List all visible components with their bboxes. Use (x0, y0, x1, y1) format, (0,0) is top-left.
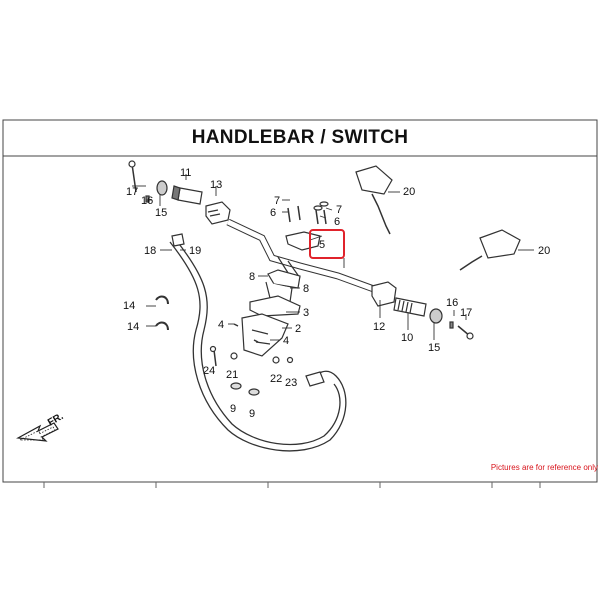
right-switch (371, 281, 397, 307)
throttle-grip-ribs (397, 299, 413, 314)
clamp-lower (155, 321, 169, 331)
callout-19: 19 (189, 245, 201, 257)
upper-holder (267, 269, 301, 289)
washer (313, 205, 323, 211)
washer (319, 201, 329, 207)
small-bolts-right (315, 209, 327, 225)
bolt-24 (213, 349, 217, 367)
callout-16-right: 16 (446, 297, 458, 309)
callout-16-left: 16 (141, 195, 153, 207)
outer-border (2, 119, 598, 483)
callout-17-left: 17 (126, 186, 138, 198)
direction-label: FR. (46, 411, 66, 429)
callout-18: 18 (144, 245, 156, 257)
bolt-left (131, 163, 137, 193)
callout-17-right: 17 (460, 307, 472, 319)
left-grip (177, 187, 203, 205)
bolt-24-head (209, 345, 217, 353)
callout-6-right: 6 (334, 216, 340, 228)
callout-5: 5 (319, 239, 325, 251)
cable-end (171, 233, 185, 247)
throttle-cable (169, 241, 347, 452)
callout-7-right: 7 (336, 204, 342, 216)
bracket (241, 313, 289, 357)
bar-end-weight-left (156, 180, 168, 196)
left-grip-end (171, 185, 181, 201)
nut-23 (286, 356, 294, 364)
mirror-right-stem (459, 255, 483, 271)
highlight-box (309, 229, 345, 259)
bolt-left-head (128, 160, 136, 168)
reference-note: Pictures are for reference only (490, 463, 598, 472)
handlebar-tube-fill (226, 219, 383, 295)
callout-2: 2 (295, 323, 301, 335)
nut-22 (272, 356, 280, 364)
bolts-4 (233, 323, 259, 343)
callout-8-left: 8 (249, 271, 255, 283)
callout-23: 23 (285, 377, 297, 389)
callout-11: 11 (180, 167, 191, 179)
callout-3: 3 (303, 307, 309, 319)
grommet-9-right (248, 388, 260, 396)
grommet-9-left (230, 382, 242, 390)
callout-15-right: 15 (428, 342, 440, 354)
mirror-left-head (355, 165, 393, 195)
mirror-left-stem (371, 193, 391, 235)
bar-end-weight-right (429, 308, 443, 324)
callout-8-right: 8 (303, 283, 309, 295)
callout-9-right: 9 (249, 408, 255, 420)
callout-4-upper: 4 (218, 319, 224, 331)
callout-10: 10 (401, 332, 413, 344)
callout-numbers: 17 16 15 11 13 7 6 5 6 7 20 20 18 19 8 8… (123, 167, 550, 420)
callout-22: 22 (270, 373, 282, 385)
throttle-grip (393, 297, 427, 317)
callout-9-left: 9 (230, 403, 236, 415)
cable-connector (305, 371, 325, 387)
upper-clamp (285, 231, 321, 251)
nut-21 (230, 352, 238, 360)
leader-lines (132, 174, 534, 341)
callout-20-left: 20 (403, 186, 415, 198)
small-bolts-left (287, 205, 301, 223)
callout-4-lower: 4 (283, 335, 289, 347)
mirror-right-head (479, 229, 521, 259)
washer-left (145, 195, 150, 203)
callout-12: 12 (373, 321, 385, 333)
clamp-upper (155, 295, 169, 305)
page-title: HANDLEBAR / SWITCH (191, 127, 409, 148)
bolt-right-head (466, 332, 474, 340)
throttle-cable-2 (175, 239, 341, 446)
callout-6-left: 6 (270, 207, 276, 219)
callout-15-left: 15 (155, 207, 167, 219)
callout-20-right: 20 (538, 245, 550, 257)
front-direction-arrow: FR. (16, 411, 66, 442)
callout-14-upper: 14 (123, 300, 135, 312)
callout-21: 21 (226, 369, 238, 381)
left-switch (205, 201, 231, 225)
lower-holder-plate (249, 295, 301, 317)
washer-right (449, 321, 454, 329)
bracket-detail (251, 329, 271, 345)
left-switch-detail (207, 209, 221, 217)
callout-13: 13 (210, 179, 222, 191)
callout-14-lower: 14 (127, 321, 139, 333)
callout-7-left: 7 (274, 195, 280, 207)
callout-24: 24 (203, 365, 215, 377)
